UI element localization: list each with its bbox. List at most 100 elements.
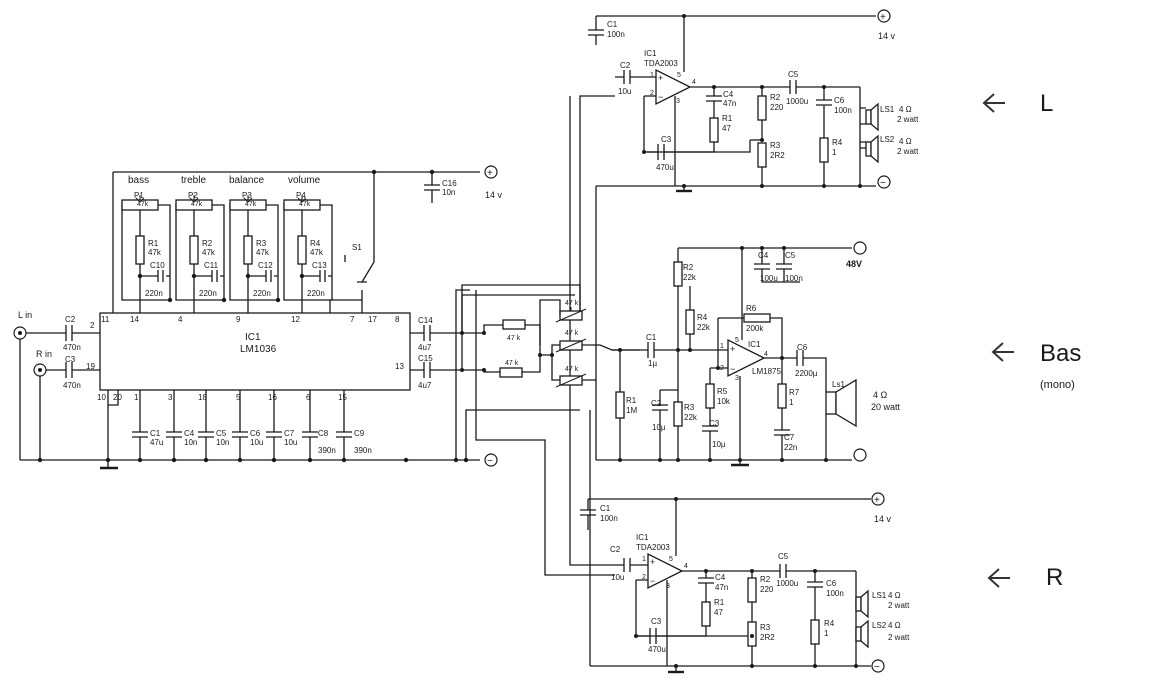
label-bass: Bas [1040,340,1081,367]
mixer-routing: 47 k 47 k 47 k 47 k 47 k [455,95,640,576]
p3-label: P3 [242,191,252,200]
c14-label: C14 [418,316,433,325]
bottom-ic-name: IC1 [636,533,649,542]
top-r4-value: 1 [832,148,837,157]
top-c3-label: C3 [661,135,672,144]
tone-supply-label: 14 v [485,190,503,200]
plus-sign: + [487,168,493,179]
top-c4-value: 47n [723,99,736,108]
bass-r5-label: R5 [717,387,728,396]
c2-value: 470n [63,343,81,352]
top-r4-label: R4 [832,138,843,147]
bass-r3-label: R3 [684,403,695,412]
right-arrow-icon [987,568,1010,588]
bottom-c3-label: C3 [651,617,662,626]
bass-c3-value: 10µ [712,440,726,449]
pin-17: 17 [368,315,377,324]
top-r3-value: 2R2 [770,151,785,160]
top-ls2 [865,141,872,157]
pin-9: 9 [236,315,241,324]
bass-pin3: 3 [735,375,739,382]
r2-value: 47k [202,248,216,257]
channel-labels: L Bas (mono) R [982,90,1081,591]
top-ls1-watt: 2 watt [897,115,919,124]
bottom-ic-type: TDA2003 [636,543,670,552]
c10-value: 220n [145,289,163,298]
c3-value: 470n [63,381,81,390]
c8-bottom-label: C8 [318,429,329,438]
top-c5-value: 1000u [786,97,808,106]
c5-bottom-value: 10n [216,438,229,447]
bass-ic-name: IC1 [748,340,761,349]
r-in-label: R in [36,349,52,359]
bass-supply-label: 48V [846,259,862,269]
pin-10: 10 [97,393,106,402]
pin-7: 7 [350,315,355,324]
bottom-ls1 [855,596,862,612]
bottom-ls2-watt: 2 watt [888,633,910,642]
top-c2-label: C2 [620,61,631,70]
r1-label: R1 [148,239,159,248]
mix-pot-bot-value: 47 k [565,366,579,373]
minus-sign-top: − [880,178,886,189]
bottom-ls1-value: 4 Ω [888,591,901,600]
top-r1-label: R1 [722,114,733,123]
mix-r1-value: 47 k [507,335,521,342]
bass-c1-label: C1 [646,333,657,342]
r3-value: 47k [256,248,270,257]
c1-bottom-label: C1 [150,429,161,438]
c11-label: C11 [204,261,219,270]
top-pin5: 5 [677,72,681,79]
bass-r6-label: R6 [746,304,757,313]
bottom-r2-value: 220 [760,585,774,594]
bass-r6-value: 200k [746,324,764,333]
bass-pot-label: bass [128,175,149,186]
tone-minus-terminal [484,453,498,467]
bass-ls-value: 4 Ω [873,390,888,400]
bottom-tda2003 [647,552,684,590]
pin-18: 18 [198,393,207,402]
bass-r1-value: 1M [626,406,637,415]
pin-1: 1 [134,393,139,402]
pin-13: 13 [395,362,404,371]
p4-label: P4 [296,191,306,200]
top-pin1: 1 [650,72,654,79]
top-ls1-value: 4 Ω [899,105,912,114]
bass-c1-value: 1µ [648,359,657,368]
minus-sign-bottom: − [874,662,880,673]
bottom-c6-value: 100n [826,589,844,598]
bottom-r1-label: R1 [714,598,725,607]
c16-value: 10n [442,188,455,197]
top-ls2-watt: 2 watt [897,147,919,156]
top-c1-value: 100n [607,30,625,39]
bottom-r1-value: 47 [714,608,723,617]
mix-r2-value: 47 k [505,360,519,367]
top-r2-label: R2 [770,93,781,102]
r4-label: R4 [310,239,321,248]
bass-amp-section: 48V R2 22k C4 100u C5 100n R4 22k C1 1µ … [595,241,901,467]
bottom-ic-plus: + [650,557,655,567]
tone-control-section: IC1 LM1036 + 14 v C16 10n bass treble ba… [13,165,503,470]
bottom-pin4: 4 [684,563,688,570]
bottom-pin5: 5 [669,556,673,563]
top-plus-terminal [877,9,891,23]
c7-bottom-value: 10u [284,438,297,447]
bottom-ls2 [855,626,862,642]
volume-pot-label: volume [288,175,321,186]
bottom-r4-label: R4 [824,619,835,628]
minus-sign: − [487,456,493,467]
top-c4-label: C4 [723,90,734,99]
bass-pin1: 1 [720,343,724,350]
top-ic-name: IC1 [644,49,657,58]
top-amp-section: + 14 v C1 100n IC1 TDA2003 + − 1 2 3 4 5… [588,9,919,193]
top-minus-terminal [877,175,891,189]
bottom-pin3: 3 [666,583,670,590]
top-ls2-label: LS2 [880,135,895,144]
bass-c3-label: C3 [709,419,720,428]
bottom-ic-minus: − [650,576,655,586]
c9-bottom-value: 390n [354,446,372,455]
p2-label: P2 [188,191,198,200]
bass-r4-value: 22k [697,323,711,332]
top-r3-label: R3 [770,141,781,150]
